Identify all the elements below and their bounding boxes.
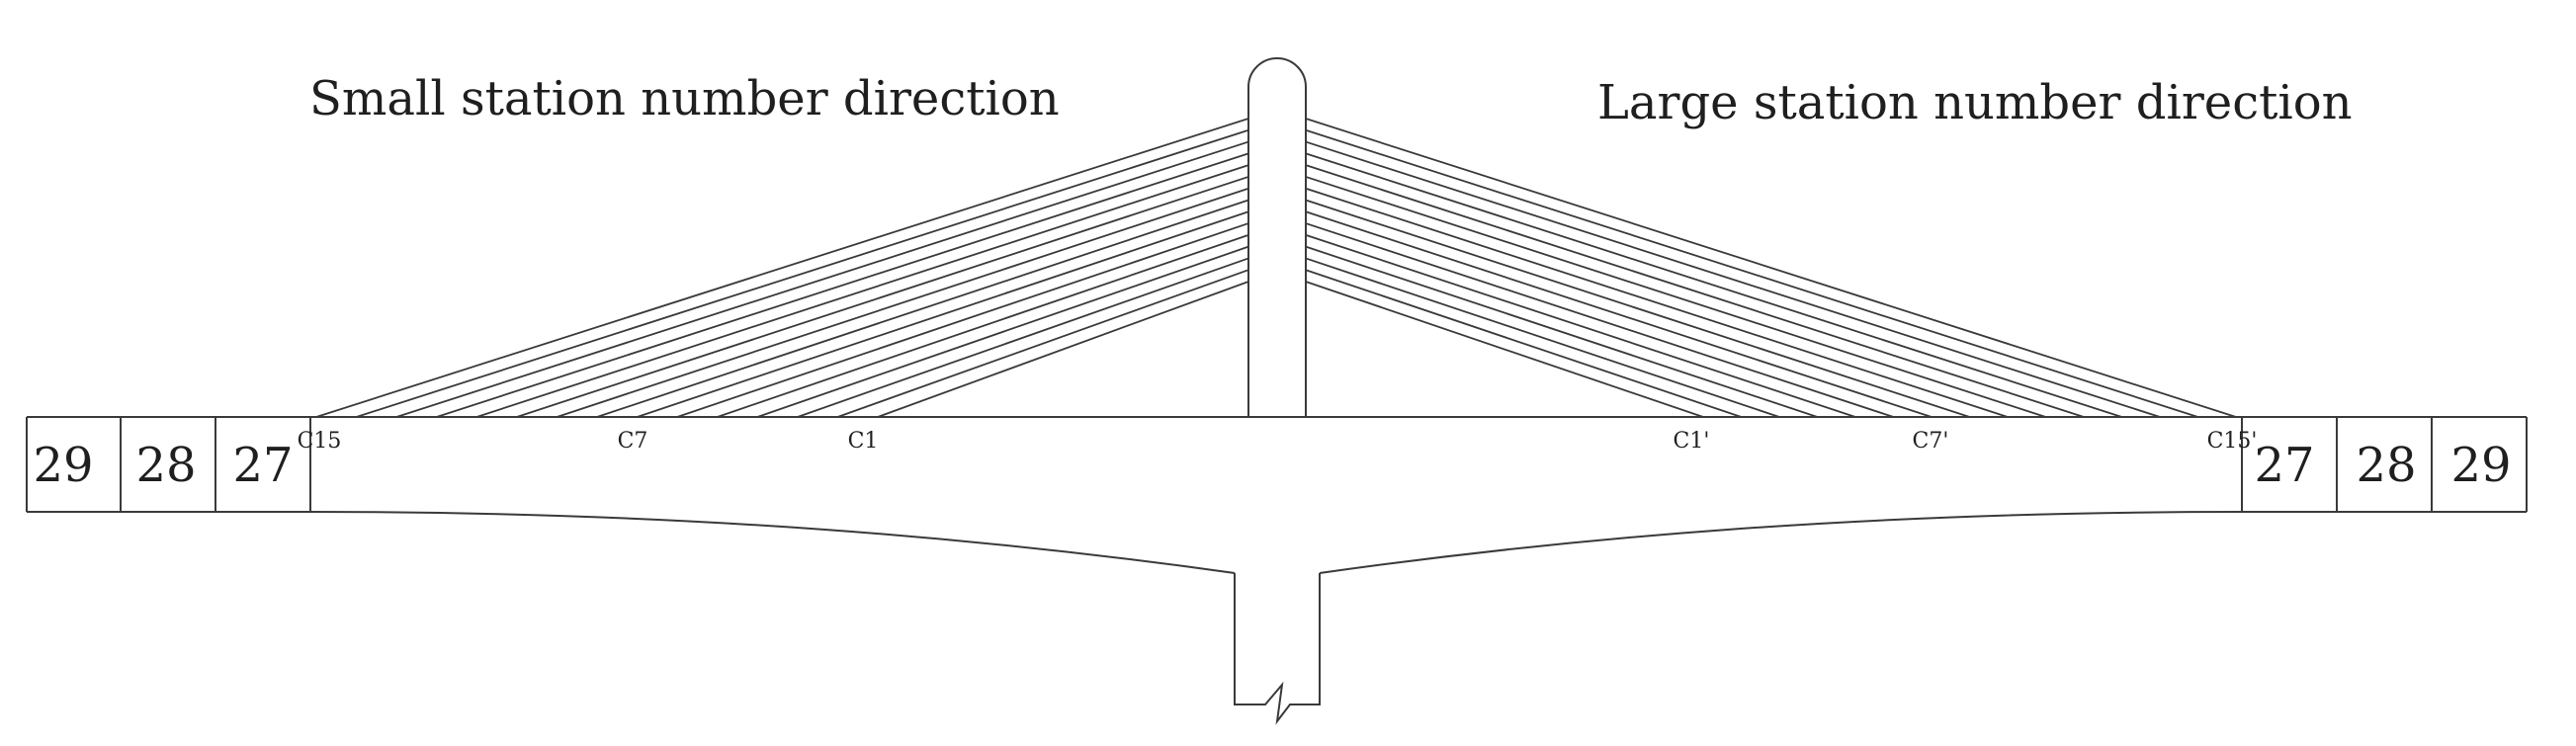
segment-label-right-3: 29 xyxy=(2450,438,2511,493)
stay-cable-right-8 xyxy=(1305,199,1970,418)
segment-label-left-1: 29 xyxy=(33,438,93,493)
stay-cable-left-7 xyxy=(637,210,1249,418)
stay-cable-left-4 xyxy=(756,245,1249,418)
stay-cable-right-6 xyxy=(1305,222,1894,418)
cable-label-c1: C1 xyxy=(848,429,879,454)
large-station-direction-label: Large station number direction xyxy=(1597,75,2353,130)
stay-cable-left-8 xyxy=(596,199,1249,418)
stay-cable-right-5 xyxy=(1305,234,1856,418)
stay-cable-left-3 xyxy=(797,257,1249,418)
stay-cable-right-1 xyxy=(1305,281,1704,418)
pylon-tower xyxy=(1247,57,1307,417)
cable-label-c7-prime: C7' xyxy=(1913,429,1949,454)
stay-cable-right-13 xyxy=(1305,140,2161,418)
cable-label-c15: C15 xyxy=(298,429,342,454)
stay-cable-left-15 xyxy=(315,118,1249,418)
stay-cable-left-1 xyxy=(877,281,1249,418)
stay-cable-right-11 xyxy=(1305,164,2085,418)
left-cable-fan xyxy=(315,118,1249,418)
segment-label-left-2: 28 xyxy=(135,438,196,493)
stay-cable-left-14 xyxy=(356,128,1249,418)
pier-with-break-symbol xyxy=(1234,573,1321,725)
stay-cable-right-9 xyxy=(1305,187,2009,418)
small-station-direction-label: Small station number direction xyxy=(309,71,1060,126)
stay-cable-right-7 xyxy=(1305,210,1932,418)
cable-label-c7: C7 xyxy=(618,429,648,454)
stay-cable-right-12 xyxy=(1305,152,2122,418)
segment-label-left-3: 27 xyxy=(232,438,293,493)
stay-cable-right-3 xyxy=(1305,257,1780,418)
stay-cable-left-10 xyxy=(516,176,1249,418)
stay-cable-right-15 xyxy=(1305,118,2237,418)
main-girder xyxy=(26,416,2528,574)
segment-dividers xyxy=(120,417,2433,512)
stay-cable-right-10 xyxy=(1305,176,2046,418)
stay-cable-left-12 xyxy=(436,152,1249,418)
stay-cable-left-5 xyxy=(717,234,1249,418)
stay-cable-left-13 xyxy=(395,140,1249,418)
stay-cable-right-4 xyxy=(1305,245,1818,418)
stay-cable-right-14 xyxy=(1305,128,2198,418)
stay-cable-left-2 xyxy=(837,269,1249,418)
cable-label-c1-prime: C1' xyxy=(1674,429,1710,454)
stay-cable-right-2 xyxy=(1305,269,1742,418)
segment-label-right-2: 28 xyxy=(2356,438,2416,493)
right-cable-fan xyxy=(1305,118,2237,418)
cable-label-c15-prime: C15' xyxy=(2207,429,2258,454)
girder-haunch-left xyxy=(309,511,1236,574)
stay-cable-left-11 xyxy=(476,164,1249,418)
segment-label-right-1: 27 xyxy=(2254,438,2314,493)
stay-cable-left-6 xyxy=(676,222,1249,418)
stay-cable-left-9 xyxy=(557,187,1249,418)
girder-haunch-right xyxy=(1319,511,2243,574)
